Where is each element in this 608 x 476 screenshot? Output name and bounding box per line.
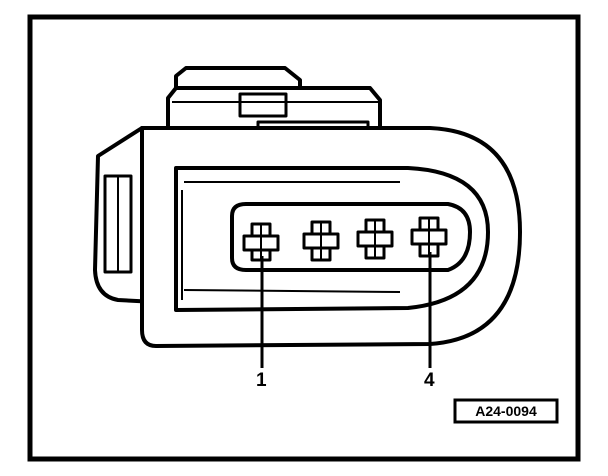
connector-housing [93,66,522,348]
terminal-3 [356,218,394,260]
callout-4: 4 [424,370,435,391]
reference-code: A24-0094 [475,403,537,419]
terminal-2 [302,220,340,262]
terminal-1 [242,222,280,262]
callout-1: 1 [256,370,267,391]
reference-code-box [453,398,559,424]
figure-frame [27,14,581,462]
